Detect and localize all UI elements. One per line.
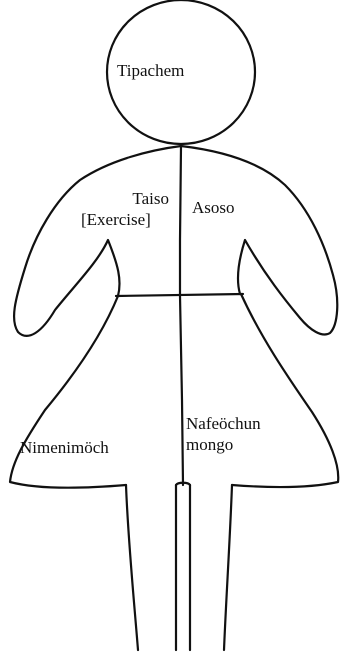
skirt-outline-right bbox=[230, 292, 340, 489]
head-label: Tipachem bbox=[117, 61, 185, 80]
skirt-outline bbox=[8, 294, 128, 489]
left-leg-outline bbox=[124, 483, 140, 652]
center-dividing-line bbox=[178, 144, 185, 487]
lower-right-label-line2: mongo bbox=[186, 435, 234, 454]
lower-left-label: Nimenimöch bbox=[20, 438, 109, 457]
head-outline bbox=[105, 0, 257, 146]
lower-right-label-line1: Nafeöchun bbox=[186, 414, 261, 433]
upper-left-gloss-label: [Exercise] bbox=[81, 210, 151, 229]
right-leg-outline bbox=[222, 483, 234, 652]
upper-left-label: Taiso bbox=[132, 189, 169, 208]
upper-right-label: Asoso bbox=[192, 198, 235, 217]
torso-outline bbox=[12, 144, 183, 337]
torso-outline-right bbox=[179, 144, 339, 336]
